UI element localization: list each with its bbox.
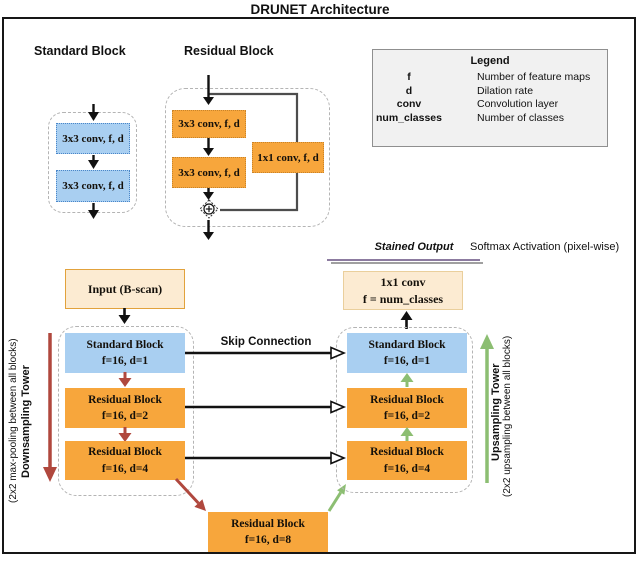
downsampling-label: Downsampling Tower bbox=[20, 365, 32, 478]
downsampling-tower-arrow-icon bbox=[43, 333, 57, 482]
legend-row: f Number of feature maps bbox=[373, 71, 607, 85]
legend-term: d bbox=[405, 84, 413, 97]
block-params: f=16, d=8 bbox=[244, 534, 292, 546]
stained-output-label: Stained Output bbox=[374, 241, 454, 253]
legend-row: num_classes Number of classes bbox=[373, 112, 607, 126]
skip-connection-label: Skip Connection bbox=[220, 336, 312, 348]
std-conv2-label: 3x3 conv, f, d bbox=[62, 180, 124, 192]
downsample-arrow-icon bbox=[118, 372, 132, 387]
upsample-arrow-icon bbox=[400, 427, 414, 441]
downsampling-tower-container bbox=[58, 326, 194, 496]
arrow-down-icon bbox=[88, 155, 99, 169]
downsampling-sublabel: (2x2 max-pooling between all blocks) bbox=[8, 338, 19, 503]
block-name: Residual Block bbox=[370, 446, 444, 459]
legend-description: Convolution layer bbox=[477, 98, 559, 110]
legend-term: conv bbox=[396, 98, 422, 110]
residual-block-container bbox=[165, 88, 330, 227]
legend-rows: f Number of feature maps d Dilation rate… bbox=[373, 71, 607, 125]
legend-term: f bbox=[407, 71, 411, 83]
figure-title: DRUNET Architecture bbox=[250, 2, 390, 17]
legend-term: num_classes bbox=[376, 111, 442, 124]
skip-connection-arrow-icon bbox=[185, 400, 347, 414]
stained-output-line-gray bbox=[331, 262, 483, 264]
up-residual-block-1: Residual Block f=16, d=2 bbox=[347, 388, 467, 428]
legend-description: Number of feature maps bbox=[477, 71, 591, 83]
block-params: f=16, d=4 bbox=[101, 462, 149, 475]
output-conv-block: 1x1 conv f = num_classes bbox=[343, 271, 463, 310]
upsampling-tower-arrow-icon bbox=[480, 334, 494, 483]
upsample-arrow-icon bbox=[400, 373, 414, 387]
input-bscan-block: Input (B-scan) bbox=[65, 269, 185, 309]
legend-description: Number of classes bbox=[477, 111, 564, 124]
arrow-down-icon bbox=[203, 220, 214, 240]
legend-box: Legend f Number of feature maps d Dilati… bbox=[372, 49, 608, 147]
downsample-arrow-icon bbox=[118, 427, 132, 442]
arrow-down-icon bbox=[88, 203, 99, 219]
res-conv2-label: 3x3 conv, f, d bbox=[178, 166, 240, 179]
block-name: Residual Block bbox=[231, 517, 305, 530]
block-name: Residual Block bbox=[88, 393, 162, 406]
up-residual-block-2: Residual Block f=16, d=4 bbox=[347, 441, 467, 480]
block-name: Residual Block bbox=[88, 446, 162, 459]
std-conv1-label: 3x3 conv, f, d bbox=[62, 132, 124, 145]
output-conv-line1: 1x1 conv bbox=[380, 275, 426, 290]
upsampling-label: Upsampling Tower bbox=[490, 363, 502, 461]
figure-border bbox=[2, 17, 636, 554]
standard-block-heading: Standard Block bbox=[34, 44, 126, 58]
block-params: f=16, d=4 bbox=[383, 462, 431, 475]
down-residual-block-2: Residual Block f=16, d=4 bbox=[65, 441, 185, 480]
block-params: f=16, d=2 bbox=[101, 410, 149, 422]
block-name: Standard Block bbox=[86, 338, 164, 351]
res-conv2-block: 3x3 conv, f, d bbox=[172, 157, 246, 188]
res-conv1-label: 3x3 conv, f, d bbox=[178, 118, 240, 130]
res-shortcut-conv-block: 1x1 conv, f, d bbox=[252, 142, 324, 173]
std-conv2-block: 3x3 conv, f, d bbox=[56, 170, 130, 202]
legend-title: Legend bbox=[470, 55, 510, 67]
block-params: f=16, d=1 bbox=[383, 355, 431, 367]
residual-block-heading: Residual Block bbox=[184, 44, 274, 58]
arrow-down-icon bbox=[118, 308, 131, 324]
arrow-down-icon bbox=[88, 104, 99, 121]
down-residual-block-1: Residual Block f=16, d=2 bbox=[65, 388, 185, 428]
input-bscan-label: Input (B-scan) bbox=[87, 281, 163, 296]
down-standard-block: Standard Block f=16, d=1 bbox=[65, 333, 185, 373]
softmax-activation-label: Softmax Activation (pixel-wise) bbox=[470, 241, 620, 253]
skip-connection-arrow-icon bbox=[185, 346, 347, 360]
arrow-down-icon bbox=[203, 188, 214, 200]
output-conv-line2: f = num_classes bbox=[362, 291, 444, 306]
bottleneck-residual-block: Residual Block f=16, d=8 bbox=[208, 512, 328, 552]
block-params: f=16, d=2 bbox=[383, 410, 431, 422]
upsampling-sublabel: (2x2 upsampling between all blocks) bbox=[502, 335, 513, 497]
res-conv1-block: 3x3 conv, f, d bbox=[172, 110, 246, 138]
legend-description: Dilation rate bbox=[477, 84, 534, 97]
add-merge-icon bbox=[199, 199, 219, 219]
legend-row: d Dilation rate bbox=[373, 85, 607, 99]
block-name: Residual Block bbox=[370, 393, 444, 406]
arrow-down-icon bbox=[203, 138, 214, 156]
block-params: f=16, d=1 bbox=[101, 355, 149, 367]
block-name: Standard Block bbox=[368, 338, 446, 351]
up-standard-block: Standard Block f=16, d=1 bbox=[347, 333, 467, 373]
stained-output-line-purple bbox=[327, 259, 480, 261]
skip-connection-arrow-icon bbox=[185, 451, 347, 465]
res-shortcut-conv-label: 1x1 conv, f, d bbox=[257, 151, 319, 164]
downsample-diagonal-arrow-icon bbox=[174, 477, 206, 511]
arrow-down-icon bbox=[203, 75, 214, 105]
legend-row: conv Convolution layer bbox=[373, 98, 607, 112]
std-conv1-block: 3x3 conv, f, d bbox=[56, 123, 130, 154]
